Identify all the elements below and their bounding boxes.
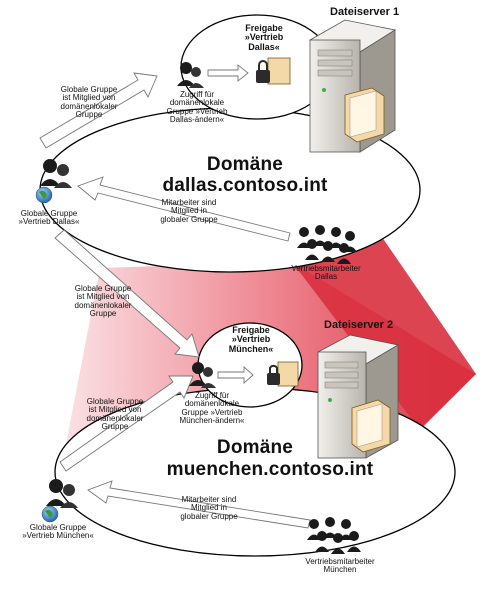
domain-muenchen-name: muenchen.contoso.int: [166, 459, 374, 480]
arrow-global-to-local-dallas: [39, 72, 158, 149]
domain-local-group-icon-dallas: [177, 62, 204, 88]
domain-dallas-name: dallas.contoso.int: [162, 175, 328, 196]
arrow-global-to-local-muenchen: [59, 375, 194, 472]
global-group-icon-muenchen: [41, 479, 78, 523]
domain-local-group-icon-muenchen: [189, 362, 216, 388]
domain-dallas-label: Domäne: [206, 154, 284, 175]
share-folder-lock-icon-dallas: [256, 57, 291, 85]
server-2-title: Dateiserver 2: [324, 319, 394, 331]
domain-connection-band-right: [292, 205, 476, 430]
share-folder-lock-icon-muenchen: [267, 361, 299, 387]
global-group-muenchen-label: Globale Gruppe»Vertrieb München«: [22, 523, 94, 541]
folder-icon-server-1: [344, 87, 385, 143]
domain-muenchen-label: Domäne: [216, 437, 294, 458]
server-1-icon: [308, 19, 397, 153]
global-group-icon-dallas: [35, 159, 72, 204]
server-1-title: Dateiserver 1: [330, 6, 400, 18]
folder-icon-server-2: [351, 399, 391, 453]
sales-staff-icon-dallas: [297, 225, 357, 264]
global-group-dallas-label: Globale Gruppe»Vertrieb Dallas«: [18, 209, 80, 227]
arrow-staff-to-global-dallas: [77, 176, 291, 242]
arrow-staff-to-global-muenchen: [87, 480, 311, 529]
arrow-user-to-share-dallas: [207, 64, 249, 82]
sales-staff-icon-muenchen: [307, 517, 361, 554]
arrow-user-to-share-muenchen: [217, 365, 254, 385]
arrow-cross-domain: [54, 229, 200, 358]
